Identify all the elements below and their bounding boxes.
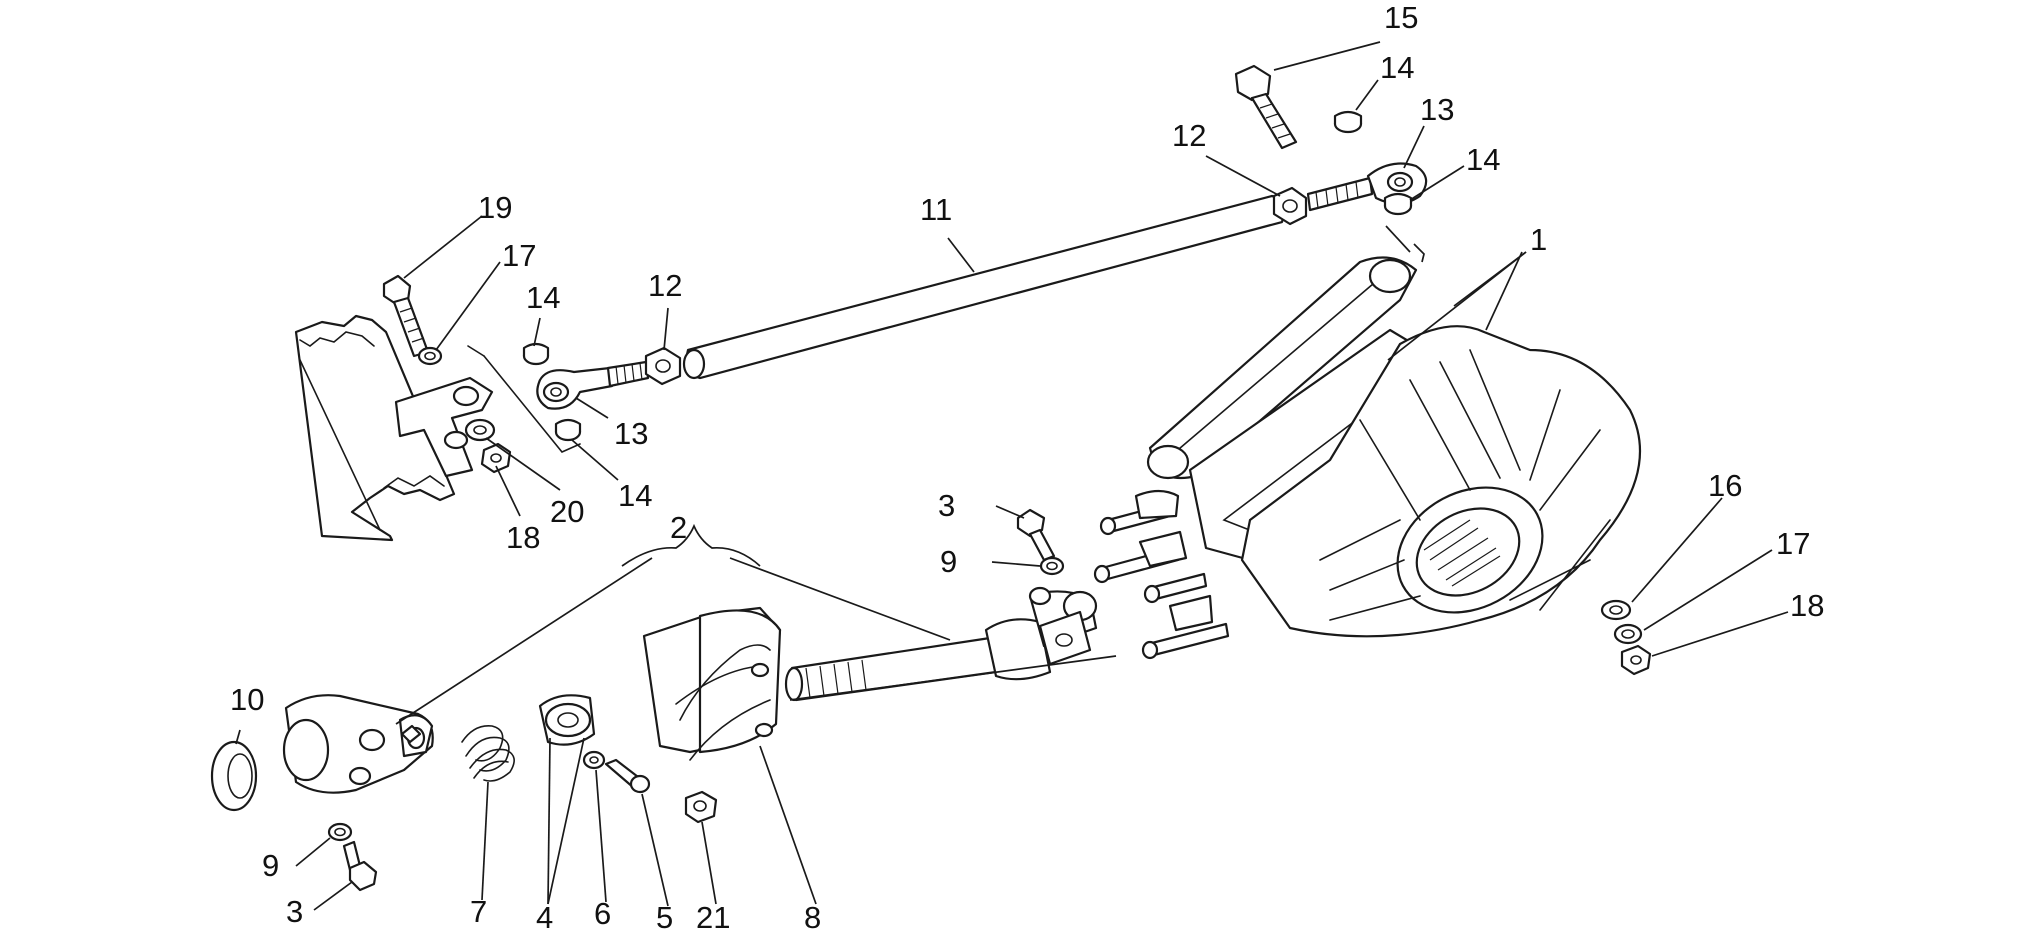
callout-7: 7 — [470, 894, 487, 929]
callout-numbers: 1 2 3 3 4 5 6 7 8 9 9 10 11 12 12 13 13 … — [230, 0, 1824, 934]
callout-19: 19 — [478, 190, 512, 225]
callout-9-mid: 9 — [940, 544, 957, 579]
seal-ring-10 — [210, 740, 258, 812]
callout-15: 15 — [1384, 0, 1418, 35]
screw-5 — [604, 758, 651, 794]
bracket-hole-upper — [452, 385, 480, 407]
universal-joint-yoke-left — [282, 694, 434, 794]
callout-20: 20 — [550, 494, 584, 529]
callout-17-left: 17 — [502, 238, 536, 273]
spacer-14-right-bottom — [1383, 192, 1413, 216]
spring-7 — [461, 725, 515, 782]
callout-12-left: 12 — [648, 268, 682, 303]
screw-3-mid — [1016, 508, 1056, 562]
callout-18-left: 18 — [506, 520, 540, 555]
callout-14-left-bottom: 14 — [618, 478, 652, 513]
callout-10: 10 — [230, 682, 264, 717]
bolt-15 — [1234, 64, 1298, 150]
ring-nut-4 — [538, 694, 596, 746]
washer-6 — [582, 750, 606, 770]
callout-18-right: 18 — [1790, 588, 1824, 623]
callout-4: 4 — [536, 900, 553, 934]
callout-16: 16 — [1708, 468, 1742, 503]
washer-17-left — [417, 346, 443, 366]
ball-joint-13-left — [536, 360, 650, 410]
leader-lines — [235, 41, 1789, 911]
swingarm-bevel-housing-1 — [1093, 256, 1642, 660]
callout-6: 6 — [594, 896, 611, 931]
nut-18-right — [1620, 644, 1652, 676]
nut-12-right — [1272, 186, 1308, 226]
callout-14-left-top: 14 — [526, 280, 560, 315]
nut-21 — [684, 790, 718, 824]
washer-20 — [464, 418, 496, 442]
callout-12-right: 12 — [1172, 118, 1206, 153]
callout-21: 21 — [696, 900, 730, 934]
washer-17-right — [1613, 623, 1643, 645]
washer-9-mid — [1039, 556, 1065, 576]
washer-9-left — [327, 822, 353, 842]
spacer-14-left-bottom — [554, 418, 582, 442]
dust-cover-8 — [642, 606, 782, 761]
screw-3-left — [342, 840, 378, 892]
callout-14-right-top: 14 — [1380, 50, 1414, 85]
callout-1: 1 — [1530, 222, 1547, 257]
callout-13-right: 13 — [1420, 92, 1454, 127]
callout-14-right-bottom: 14 — [1466, 142, 1500, 177]
nut-18-left — [480, 442, 512, 474]
washer-16 — [1600, 599, 1632, 621]
callout-5: 5 — [656, 900, 673, 934]
spacer-14-right-top — [1333, 110, 1363, 134]
rod-11 — [682, 194, 1285, 380]
callout-11: 11 — [920, 192, 952, 227]
callout-3-left: 3 — [286, 894, 303, 929]
callout-2: 2 — [670, 510, 687, 545]
nut-12-left — [644, 346, 682, 386]
callout-8: 8 — [804, 900, 821, 934]
callout-17-right: 17 — [1776, 526, 1810, 561]
cardan-shaft-2 — [784, 586, 1098, 702]
frame-tube-section — [294, 314, 456, 542]
spacer-14-left-top — [522, 342, 550, 366]
bracket-hole-lower — [443, 430, 469, 450]
callout-9-left: 9 — [262, 848, 279, 883]
callout-13-left: 13 — [614, 416, 648, 451]
callout-3-mid: 3 — [938, 488, 955, 523]
